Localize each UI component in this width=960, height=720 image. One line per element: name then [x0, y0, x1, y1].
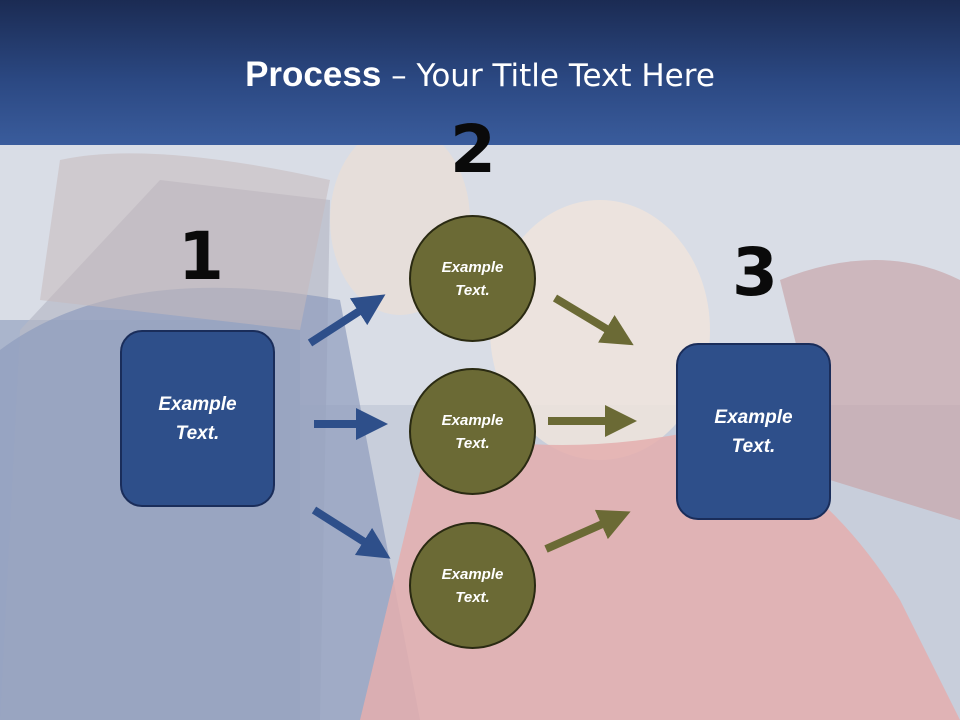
circle-top[interactable]: Example Text.: [409, 215, 536, 342]
slide-title[interactable]: Process – Your Title Text Here: [0, 52, 960, 99]
step-number-3: 3: [732, 234, 778, 311]
circle-bottom-line1: Example: [441, 565, 504, 583]
step-number-1: 1: [178, 218, 224, 295]
circle-bottom[interactable]: Example Text.: [409, 522, 536, 649]
title-bar: [0, 0, 960, 145]
arrow-left-bottom: [311, 506, 391, 559]
title-rest: – Your Title Text Here: [381, 58, 715, 94]
circle-middle-line2: Text.: [455, 434, 490, 452]
arrow-right-bottom: [544, 509, 631, 553]
circle-top-line1: Example: [441, 258, 504, 276]
circle-middle-line1: Example: [441, 411, 504, 429]
right-text-box[interactable]: Example Text.: [676, 343, 831, 520]
title-bold: Process: [245, 55, 382, 94]
circle-bottom-line2: Text.: [455, 588, 490, 606]
left-box-line1: Example: [158, 393, 237, 415]
left-text-box[interactable]: Example Text.: [120, 330, 275, 507]
arrow-left-top: [307, 294, 386, 347]
arrow-right-top: [552, 294, 634, 346]
left-box-line2: Text.: [175, 422, 220, 444]
right-box-line1: Example: [714, 406, 793, 428]
right-box-line2: Text.: [731, 435, 776, 457]
step-number-2: 2: [450, 111, 496, 188]
circle-middle[interactable]: Example Text.: [409, 368, 536, 495]
circle-top-line2: Text.: [455, 281, 490, 299]
